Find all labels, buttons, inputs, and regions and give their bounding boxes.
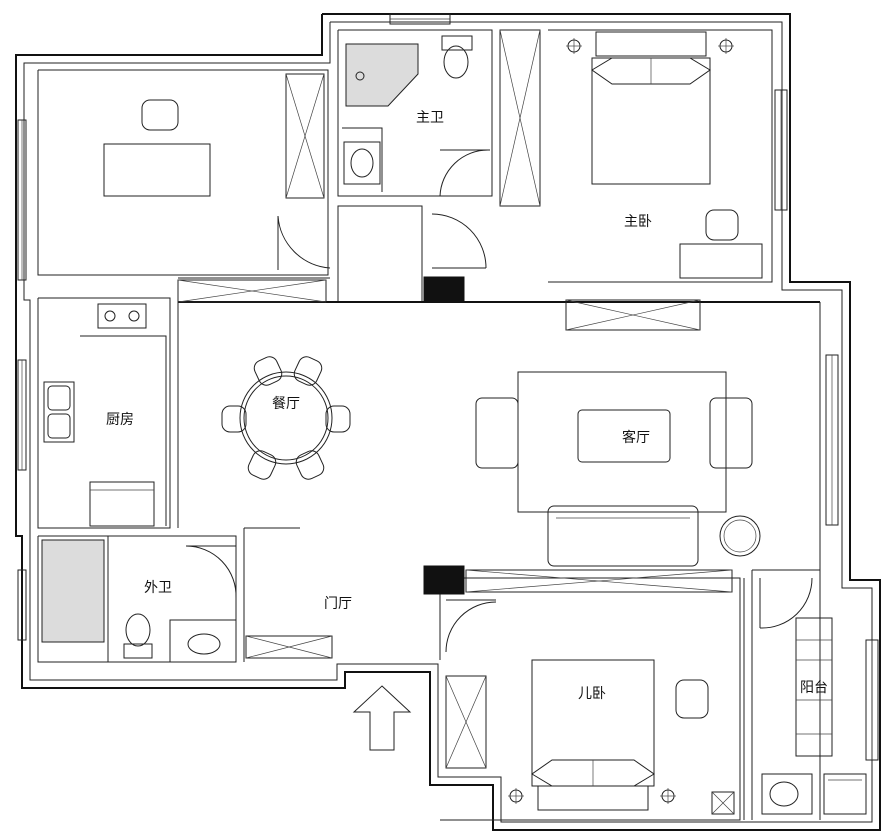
windows [17, 13, 879, 761]
label-guest-bath: 外卫 [144, 580, 172, 596]
column-top [423, 276, 465, 303]
balcony-fixtures [761, 617, 867, 815]
kids-bed [508, 659, 735, 815]
dining-table [221, 356, 351, 480]
label-master-bedroom: 主卧 [624, 214, 652, 230]
stove-icon [97, 303, 147, 329]
label-foyer: 门厅 [324, 596, 352, 612]
dining-chairs [221, 356, 351, 480]
label-kitchen: 厨房 [106, 412, 134, 428]
label-kids-bedroom: 儿卧 [578, 686, 606, 702]
label-living-room: 客厅 [622, 429, 650, 446]
partitions [37, 29, 821, 821]
sink-icon [187, 633, 221, 655]
doors [185, 149, 813, 653]
kitchen-fixtures [43, 303, 155, 527]
study-furniture [103, 73, 325, 199]
living-furniture [475, 299, 761, 567]
toilet-icon [123, 613, 153, 659]
entrance-arrow-icon [352, 685, 412, 751]
master-bath-fixtures [343, 35, 473, 185]
column-middle [423, 565, 465, 595]
label-master-bath: 主卫 [416, 110, 444, 126]
double-sink-icon [43, 381, 75, 443]
outer-wall [15, 13, 881, 831]
toilet-icon [441, 35, 473, 79]
label-balcony: 阳台 [800, 680, 828, 696]
guest-bath-fixtures [41, 539, 221, 659]
master-bed [566, 31, 763, 279]
shower-icon [355, 71, 365, 81]
sink-icon [343, 141, 381, 185]
label-dining-room: 餐厅 [272, 396, 300, 412]
